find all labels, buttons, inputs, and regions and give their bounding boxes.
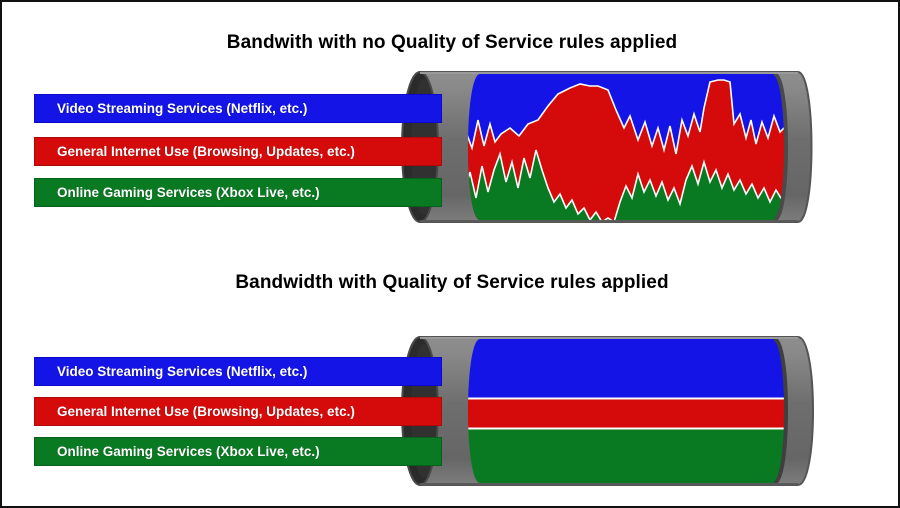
pipe-with-qos-svg	[401, 336, 814, 486]
legend-bar-gaming-label-with-qos: Online Gaming Services (Xbox Live, etc.)	[57, 444, 320, 459]
fill-gaming-no-qos	[468, 149, 786, 220]
pipe-fill-with-qos	[468, 339, 786, 483]
legend-bar-general-with-qos: General Internet Use (Browsing, Updates,…	[34, 397, 442, 426]
legend-bar-video-label-no-qos: Video Streaming Services (Netflix, etc.)	[57, 101, 308, 116]
fill-gaming-with-qos	[468, 429, 786, 483]
legend-bar-video-no-qos: Video Streaming Services (Netflix, etc.)	[34, 94, 442, 123]
band-divider-bottom-with-qos	[468, 427, 786, 430]
section-title-no-qos: Bandwith with no Quality of Service rule…	[226, 32, 678, 53]
pipe-no-qos-svg	[401, 71, 813, 223]
legend-bar-general-label-no-qos: General Internet Use (Browsing, Updates,…	[57, 144, 355, 159]
legend-bar-video-label-with-qos: Video Streaming Services (Netflix, etc.)	[57, 364, 308, 379]
legend-bar-gaming-label-no-qos: Online Gaming Services (Xbox Live, etc.)	[57, 185, 320, 200]
pipe-inner-cap-no-qos	[772, 72, 788, 222]
section-title-with-qos: Bandwidth with Quality of Service rules …	[235, 272, 669, 293]
legend-bar-gaming-no-qos: Online Gaming Services (Xbox Live, etc.)	[34, 178, 442, 207]
pipe-no-qos	[398, 62, 822, 232]
pipe-inner-cap-with-qos	[772, 337, 788, 485]
fill-general-with-qos	[468, 399, 786, 429]
legend-bar-general-no-qos: General Internet Use (Browsing, Updates,…	[34, 137, 442, 166]
pipe-fill-no-qos	[468, 74, 786, 220]
legend-bar-gaming-with-qos: Online Gaming Services (Xbox Live, etc.)	[34, 437, 442, 466]
fill-video-with-qos	[468, 339, 786, 399]
legend-bar-general-label-with-qos: General Internet Use (Browsing, Updates,…	[57, 404, 355, 419]
band-divider-top-with-qos	[468, 397, 786, 400]
legend-bar-video-with-qos: Video Streaming Services (Netflix, etc.)	[34, 357, 442, 386]
pipe-with-qos	[398, 325, 848, 497]
